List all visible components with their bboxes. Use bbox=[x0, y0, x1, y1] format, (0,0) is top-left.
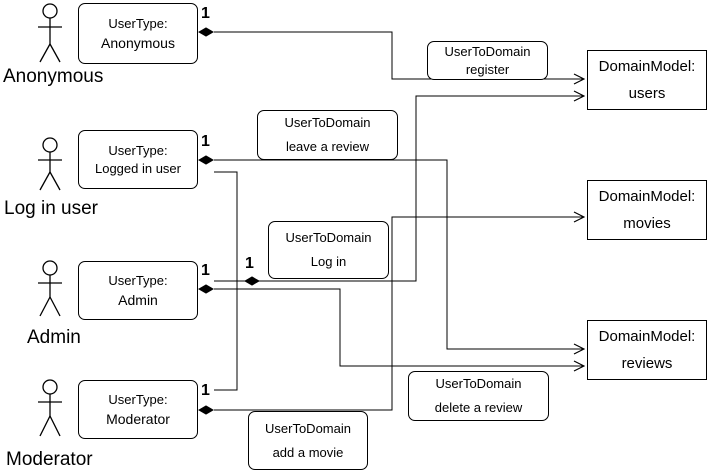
connector-admin-reviews bbox=[214, 288, 584, 366]
actor-label-log-in-user: Log in user bbox=[4, 198, 99, 219]
domainmodel-movies-box[interactable]: DomainModel: movies bbox=[587, 180, 707, 240]
domainmodel-movies-title: DomainModel: bbox=[598, 188, 696, 205]
diamond-anonymous bbox=[197, 27, 215, 37]
domainmodel-users-box[interactable]: DomainModel: users bbox=[587, 50, 707, 110]
domainmodel-users-name: users bbox=[628, 85, 666, 102]
usertype-admin-name: Admin bbox=[118, 291, 158, 308]
relation-leave-review-box[interactable]: UserToDomain leave a review bbox=[257, 110, 398, 160]
domainmodel-users-title: DomainModel: bbox=[598, 58, 696, 75]
connector-moderator-branch bbox=[214, 275, 238, 391]
domainmodel-reviews-name: reviews bbox=[621, 355, 673, 372]
multiplicity-moderator: 1 bbox=[201, 382, 210, 399]
actor-label-anonymous: Anonymous bbox=[3, 66, 104, 87]
usertype-moderator-box[interactable]: UserType: Moderator bbox=[78, 380, 198, 439]
relation-log-in-box[interactable]: UserToDomain Log in bbox=[268, 221, 389, 279]
relation-add-movie-action: add a movie bbox=[272, 444, 344, 460]
diamond-moderator bbox=[197, 405, 215, 415]
relation-register-box[interactable]: UserToDomain register bbox=[427, 41, 548, 80]
diamond-admin-mid bbox=[243, 276, 261, 286]
domainmodel-movies-name: movies bbox=[623, 215, 671, 232]
usertype-loggedin-name: Logged in user bbox=[94, 160, 181, 176]
actor-admin-figure bbox=[38, 260, 62, 317]
relation-delete-review-type: UserToDomain bbox=[435, 376, 522, 391]
relation-add-movie-box[interactable]: UserToDomain add a movie bbox=[248, 411, 368, 470]
connector-admin-users bbox=[214, 96, 584, 282]
relation-leave-review-type: UserToDomain bbox=[284, 115, 371, 130]
diamond-loggedin bbox=[197, 155, 215, 165]
actor-label-moderator: Moderator bbox=[6, 449, 93, 470]
actor-label-admin: Admin bbox=[27, 327, 81, 348]
usertype-admin-title: UserType: bbox=[108, 272, 168, 288]
relation-add-movie-type: UserToDomain bbox=[265, 420, 351, 436]
usertype-anonymous-name: Anonymous bbox=[101, 34, 175, 51]
usertype-loggedin-box[interactable]: UserType: Logged in user bbox=[78, 130, 198, 189]
multiplicity-admin: 1 bbox=[201, 262, 210, 279]
relation-leave-review-action: leave a review bbox=[285, 139, 370, 154]
actor-anonymous-figure bbox=[38, 3, 62, 63]
relation-register-action: register bbox=[465, 61, 510, 77]
relation-register-type: UserToDomain bbox=[444, 43, 531, 59]
connector-loggedin-reviews bbox=[214, 159, 584, 349]
multiplicity-anonymous: 1 bbox=[201, 5, 210, 22]
relation-delete-review-action: delete a review bbox=[434, 400, 523, 415]
usertype-anonymous-title: UserType: bbox=[108, 15, 168, 31]
usertype-moderator-name: Moderator bbox=[106, 410, 170, 427]
connector-moderator-movies bbox=[214, 217, 584, 411]
multiplicity-admin-mid: 1 bbox=[245, 255, 254, 272]
usertype-anonymous-box[interactable]: UserType: Anonymous bbox=[78, 3, 198, 64]
relation-delete-review-box[interactable]: UserToDomain delete a review bbox=[408, 371, 549, 421]
usertype-admin-box[interactable]: UserType: Admin bbox=[78, 261, 198, 320]
relation-log-in-type: UserToDomain bbox=[285, 230, 372, 245]
actor-moderator-figure bbox=[38, 379, 62, 437]
usertype-moderator-title: UserType: bbox=[108, 391, 168, 407]
domainmodel-reviews-box[interactable]: DomainModel: reviews bbox=[587, 320, 707, 380]
relation-log-in-action: Log in bbox=[310, 254, 347, 269]
diamond-admin bbox=[197, 284, 215, 294]
domainmodel-reviews-title: DomainModel: bbox=[598, 328, 696, 345]
actor-log-in-user-figure bbox=[38, 137, 62, 191]
multiplicity-loggedin: 1 bbox=[201, 133, 210, 150]
usertype-loggedin-title: UserType: bbox=[108, 142, 168, 158]
